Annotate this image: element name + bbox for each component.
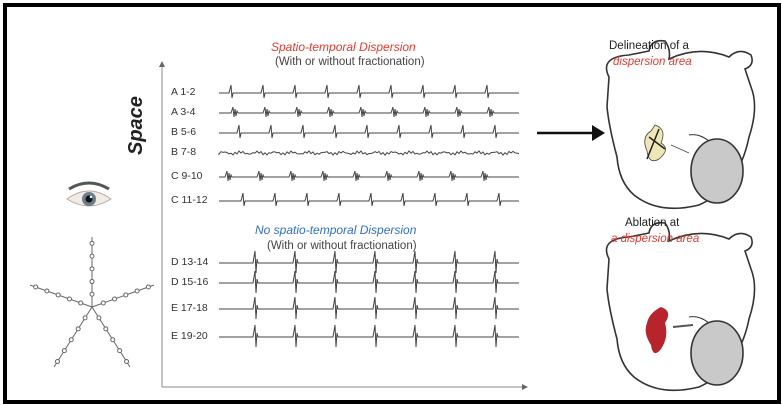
catheter-electrode xyxy=(75,326,81,332)
eye-icon xyxy=(66,181,112,207)
catheter-electrode xyxy=(61,348,67,354)
channel-trace xyxy=(219,106,519,118)
catheter-electrode xyxy=(89,253,95,259)
catheter-electrode xyxy=(117,348,123,354)
channel-label: B 5-6 xyxy=(171,126,197,138)
channel-trace xyxy=(219,270,519,294)
channel-trace xyxy=(219,170,519,182)
catheter-electrode xyxy=(103,326,109,332)
catheter-electrode xyxy=(44,288,50,294)
channel-trace xyxy=(219,192,519,207)
ablation-lesion xyxy=(645,307,669,354)
catheter-electrode xyxy=(100,300,106,306)
channel-trace xyxy=(219,324,519,348)
left-atrium-icon xyxy=(605,221,756,392)
catheter-electrode xyxy=(89,291,95,297)
ablation-area-caption: a dispersion area xyxy=(611,233,700,245)
catheter-electrode xyxy=(110,337,116,343)
channel-label: E 19-20 xyxy=(171,330,208,342)
catheter-electrode xyxy=(55,292,61,298)
star-catheter-icon xyxy=(29,237,155,368)
left-atrium-icon xyxy=(605,39,756,210)
catheter-electrode xyxy=(134,288,140,294)
channel-label: B 7-8 xyxy=(171,146,197,158)
channel-trace xyxy=(219,250,519,274)
channel-label: A 3-4 xyxy=(171,106,196,118)
dispersion-title: Spatio-temporal Dispersion xyxy=(271,40,416,54)
catheter-electrode xyxy=(89,279,95,285)
channel-label: C 9-10 xyxy=(171,170,203,182)
figure-canvas xyxy=(29,39,756,392)
catheter-electrode xyxy=(89,240,95,246)
delineation-caption: Delineation of a xyxy=(609,40,689,52)
dispersion-area-caption: dispersion area xyxy=(613,56,692,68)
channel-label: D 15-16 xyxy=(171,276,209,288)
catheter-electrode xyxy=(66,296,72,302)
catheter-electrode xyxy=(82,315,88,321)
catheter-electrode xyxy=(96,315,102,321)
channel-label: C 11-12 xyxy=(171,194,208,206)
figure-frame: Spatio-temporal Dispersion (With or with… xyxy=(3,3,781,404)
catheter-electrode xyxy=(68,337,74,343)
catheter-electrode xyxy=(33,284,39,290)
channel-label: E 17-18 xyxy=(171,302,208,314)
catheter-electrode xyxy=(124,359,130,365)
catheter-electrode xyxy=(112,296,118,302)
dispersion-subtitle: (With or without fractionation) xyxy=(275,56,425,68)
channel-label: A 1-2 xyxy=(171,86,196,98)
channel-label: D 13-14 xyxy=(171,256,209,268)
catheter-electrode xyxy=(145,284,151,290)
channel-trace xyxy=(219,84,519,99)
catheter-electrode xyxy=(54,359,60,365)
channel-trace xyxy=(218,150,520,157)
channel-trace xyxy=(219,124,519,139)
electrogram-traces xyxy=(218,84,520,348)
arrow-right-icon xyxy=(537,125,605,141)
catheter-electrode xyxy=(89,266,95,272)
space-axis-label: Space xyxy=(125,96,147,155)
catheter-electrode xyxy=(123,292,129,298)
ablation-caption: Ablation at xyxy=(625,217,680,229)
channel-trace xyxy=(219,296,519,320)
no-dispersion-title: No spatio-temporal Dispersion xyxy=(255,223,417,237)
no-dispersion-subtitle: (With or without fractionation) xyxy=(267,240,417,252)
catheter-electrode xyxy=(78,300,84,306)
